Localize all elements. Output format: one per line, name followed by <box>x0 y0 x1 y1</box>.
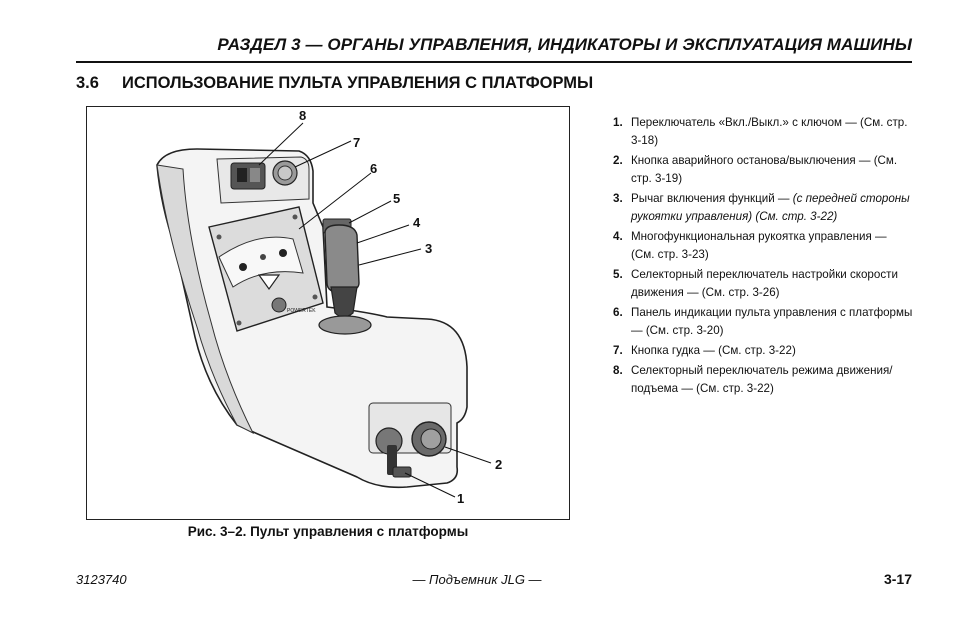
figure-caption: Рис. 3–2. Пульт управления с платформы <box>187 524 469 539</box>
list-item: 5.Селекторный переключатель настройки ск… <box>613 268 898 299</box>
footer-center: — Подъемник JLG — <box>412 572 542 587</box>
console-side-face <box>156 164 255 435</box>
control-console-illustration: POWERTEK 8 7 6 5 4 3 2 1 <box>156 108 502 506</box>
list-item: 1.Переключатель «Вкл./Выкл.» с ключом — … <box>613 116 908 147</box>
callout-6: 6 <box>370 161 377 176</box>
callout-2: 2 <box>495 457 502 472</box>
footer-doc-number: 3123740 <box>76 572 127 587</box>
callout-7: 7 <box>353 135 360 150</box>
callout-3: 3 <box>425 241 432 256</box>
key <box>392 466 412 478</box>
page-number: 3-17 <box>883 571 912 587</box>
section-heading: 3.6 ИСПОЛЬЗОВАНИЕ ПУЛЬТА УПРАВЛЕНИЯ С ПЛА… <box>76 74 593 93</box>
callout-8: 8 <box>299 108 306 123</box>
list-item: 4.Многофункциональная рукоятка управлени… <box>613 230 887 261</box>
list-item: 2.Кнопка аварийного останова/выключения … <box>613 154 898 185</box>
joystick <box>324 224 360 294</box>
section-number: 3.6 <box>76 74 99 92</box>
list-item: 8.Селекторный переключатель режима движе… <box>613 364 893 395</box>
list-item: 7.Кнопка гудка — (См. стр. 3-22) <box>613 344 796 357</box>
panel-brand: POWERTEK <box>287 308 316 314</box>
callout-5: 5 <box>393 191 400 206</box>
header-title: РАЗДЕЛ 3 — ОРГАНЫ УПРАВЛЕНИЯ, ИНДИКАТОРЫ… <box>217 35 912 54</box>
figure-box: POWERTEK 8 7 6 5 4 3 2 1 <box>86 106 570 520</box>
callout-1: 1 <box>457 491 464 506</box>
legend-list: 1.Переключатель «Вкл./Выкл.» с ключом — … <box>613 114 913 400</box>
list-item: 6.Панель индикации пульта управления с п… <box>613 306 913 337</box>
list-item: 3.Рычаг включения функций — (с передней … <box>613 192 910 223</box>
header-rule <box>76 61 912 63</box>
section-title: ИСПОЛЬЗОВАНИЕ ПУЛЬТА УПРАВЛЕНИЯ С ПЛАТФО… <box>122 74 594 92</box>
callout-4: 4 <box>413 215 421 230</box>
